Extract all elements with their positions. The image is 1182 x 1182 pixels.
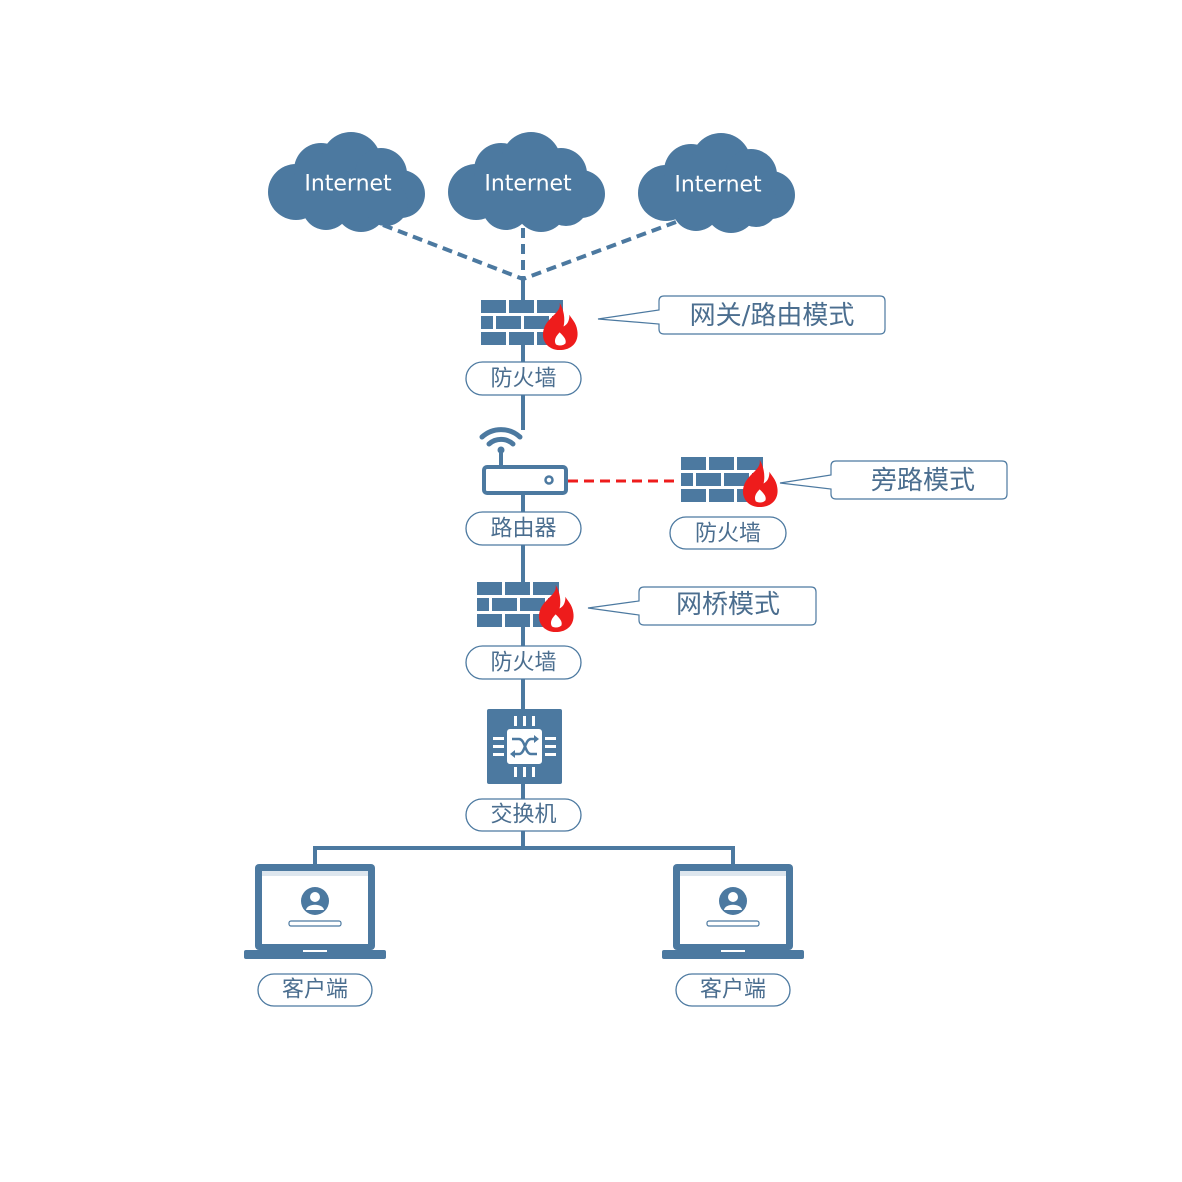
node-label-pill xyxy=(675,973,791,1007)
cloud-internet-3: Internet xyxy=(638,133,795,233)
firewall-bypass: 防火墙 xyxy=(669,457,787,550)
firewall-gateway: 防火墙 xyxy=(465,300,582,396)
cloud-label: Internet xyxy=(304,172,392,197)
node-label: 客户端 xyxy=(282,978,348,1003)
cloud-label: Internet xyxy=(484,172,572,197)
node-label-pill xyxy=(465,645,582,680)
node-label: 防火墙 xyxy=(490,651,556,676)
callout-label: 旁路模式 xyxy=(871,466,975,496)
callout-bridge-mode: 网桥模式 xyxy=(587,586,817,626)
node-label: 路由器 xyxy=(490,517,556,542)
node-label: 交换机 xyxy=(490,803,556,828)
node-label-pill xyxy=(465,511,582,546)
client-left: 客户端 xyxy=(243,863,387,1007)
callout-gateway-mode: 网关/路由模式 xyxy=(597,295,886,335)
node-label-pill xyxy=(257,973,373,1007)
cloud-internet-1: Internet xyxy=(268,132,425,232)
router: 路由器 xyxy=(465,427,582,546)
node-label: 防火墙 xyxy=(695,522,761,547)
wifi-router-icon xyxy=(479,427,568,495)
firewall-icon xyxy=(681,457,778,508)
cloud-label: Internet xyxy=(674,173,762,198)
laptop-icon xyxy=(243,863,387,960)
node-label-pill xyxy=(465,361,582,396)
laptop-icon xyxy=(661,863,805,960)
firewall-icon xyxy=(481,300,578,351)
links xyxy=(313,220,735,864)
node-label: 客户端 xyxy=(700,978,766,1003)
firewall-icon xyxy=(477,582,574,633)
switch-icon xyxy=(487,709,562,784)
callout-bypass-mode: 旁路模式 xyxy=(779,460,1008,500)
link-internet-1-firewall xyxy=(382,223,524,281)
link-internet-3-firewall xyxy=(522,220,677,281)
node-label: 防火墙 xyxy=(490,367,556,392)
switch: 交换机 xyxy=(465,709,582,832)
node-label-pill xyxy=(465,798,582,832)
callout-label: 网桥模式 xyxy=(676,590,780,620)
cloud-internet-2: Internet xyxy=(448,132,605,232)
firewall-bridge: 防火墙 xyxy=(465,582,582,680)
link-switch-clients-bus xyxy=(313,846,735,864)
callout-label: 网关/路由模式 xyxy=(690,301,855,331)
node-label-pill xyxy=(669,516,787,550)
client-right: 客户端 xyxy=(661,863,805,1007)
